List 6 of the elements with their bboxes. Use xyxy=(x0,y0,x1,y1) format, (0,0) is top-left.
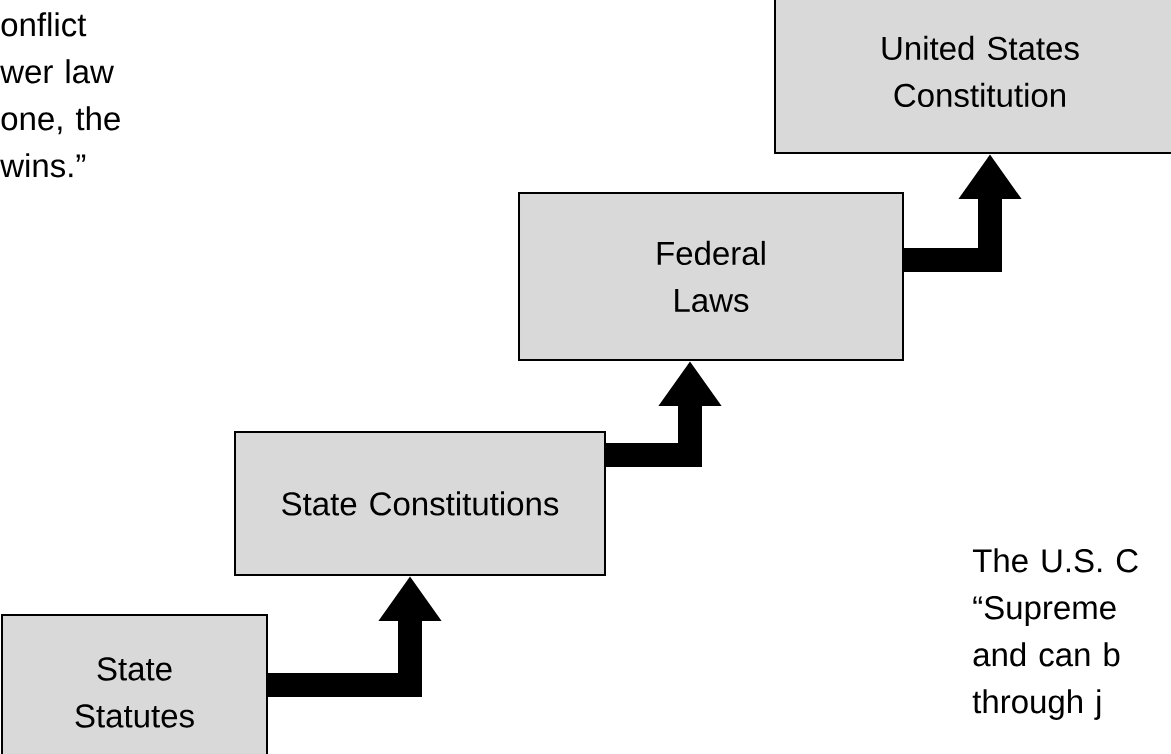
law-box: United States Constitution xyxy=(774,0,1171,154)
note-text: onflict wer law one, the wins.” xyxy=(0,12,120,178)
law-box: State Constitutions xyxy=(234,431,606,576)
note-text: The U.S. C “Supreme and can b through j xyxy=(972,548,1138,720)
law-box: Federal Laws xyxy=(518,192,904,361)
law-box: State Statutes xyxy=(1,614,268,754)
